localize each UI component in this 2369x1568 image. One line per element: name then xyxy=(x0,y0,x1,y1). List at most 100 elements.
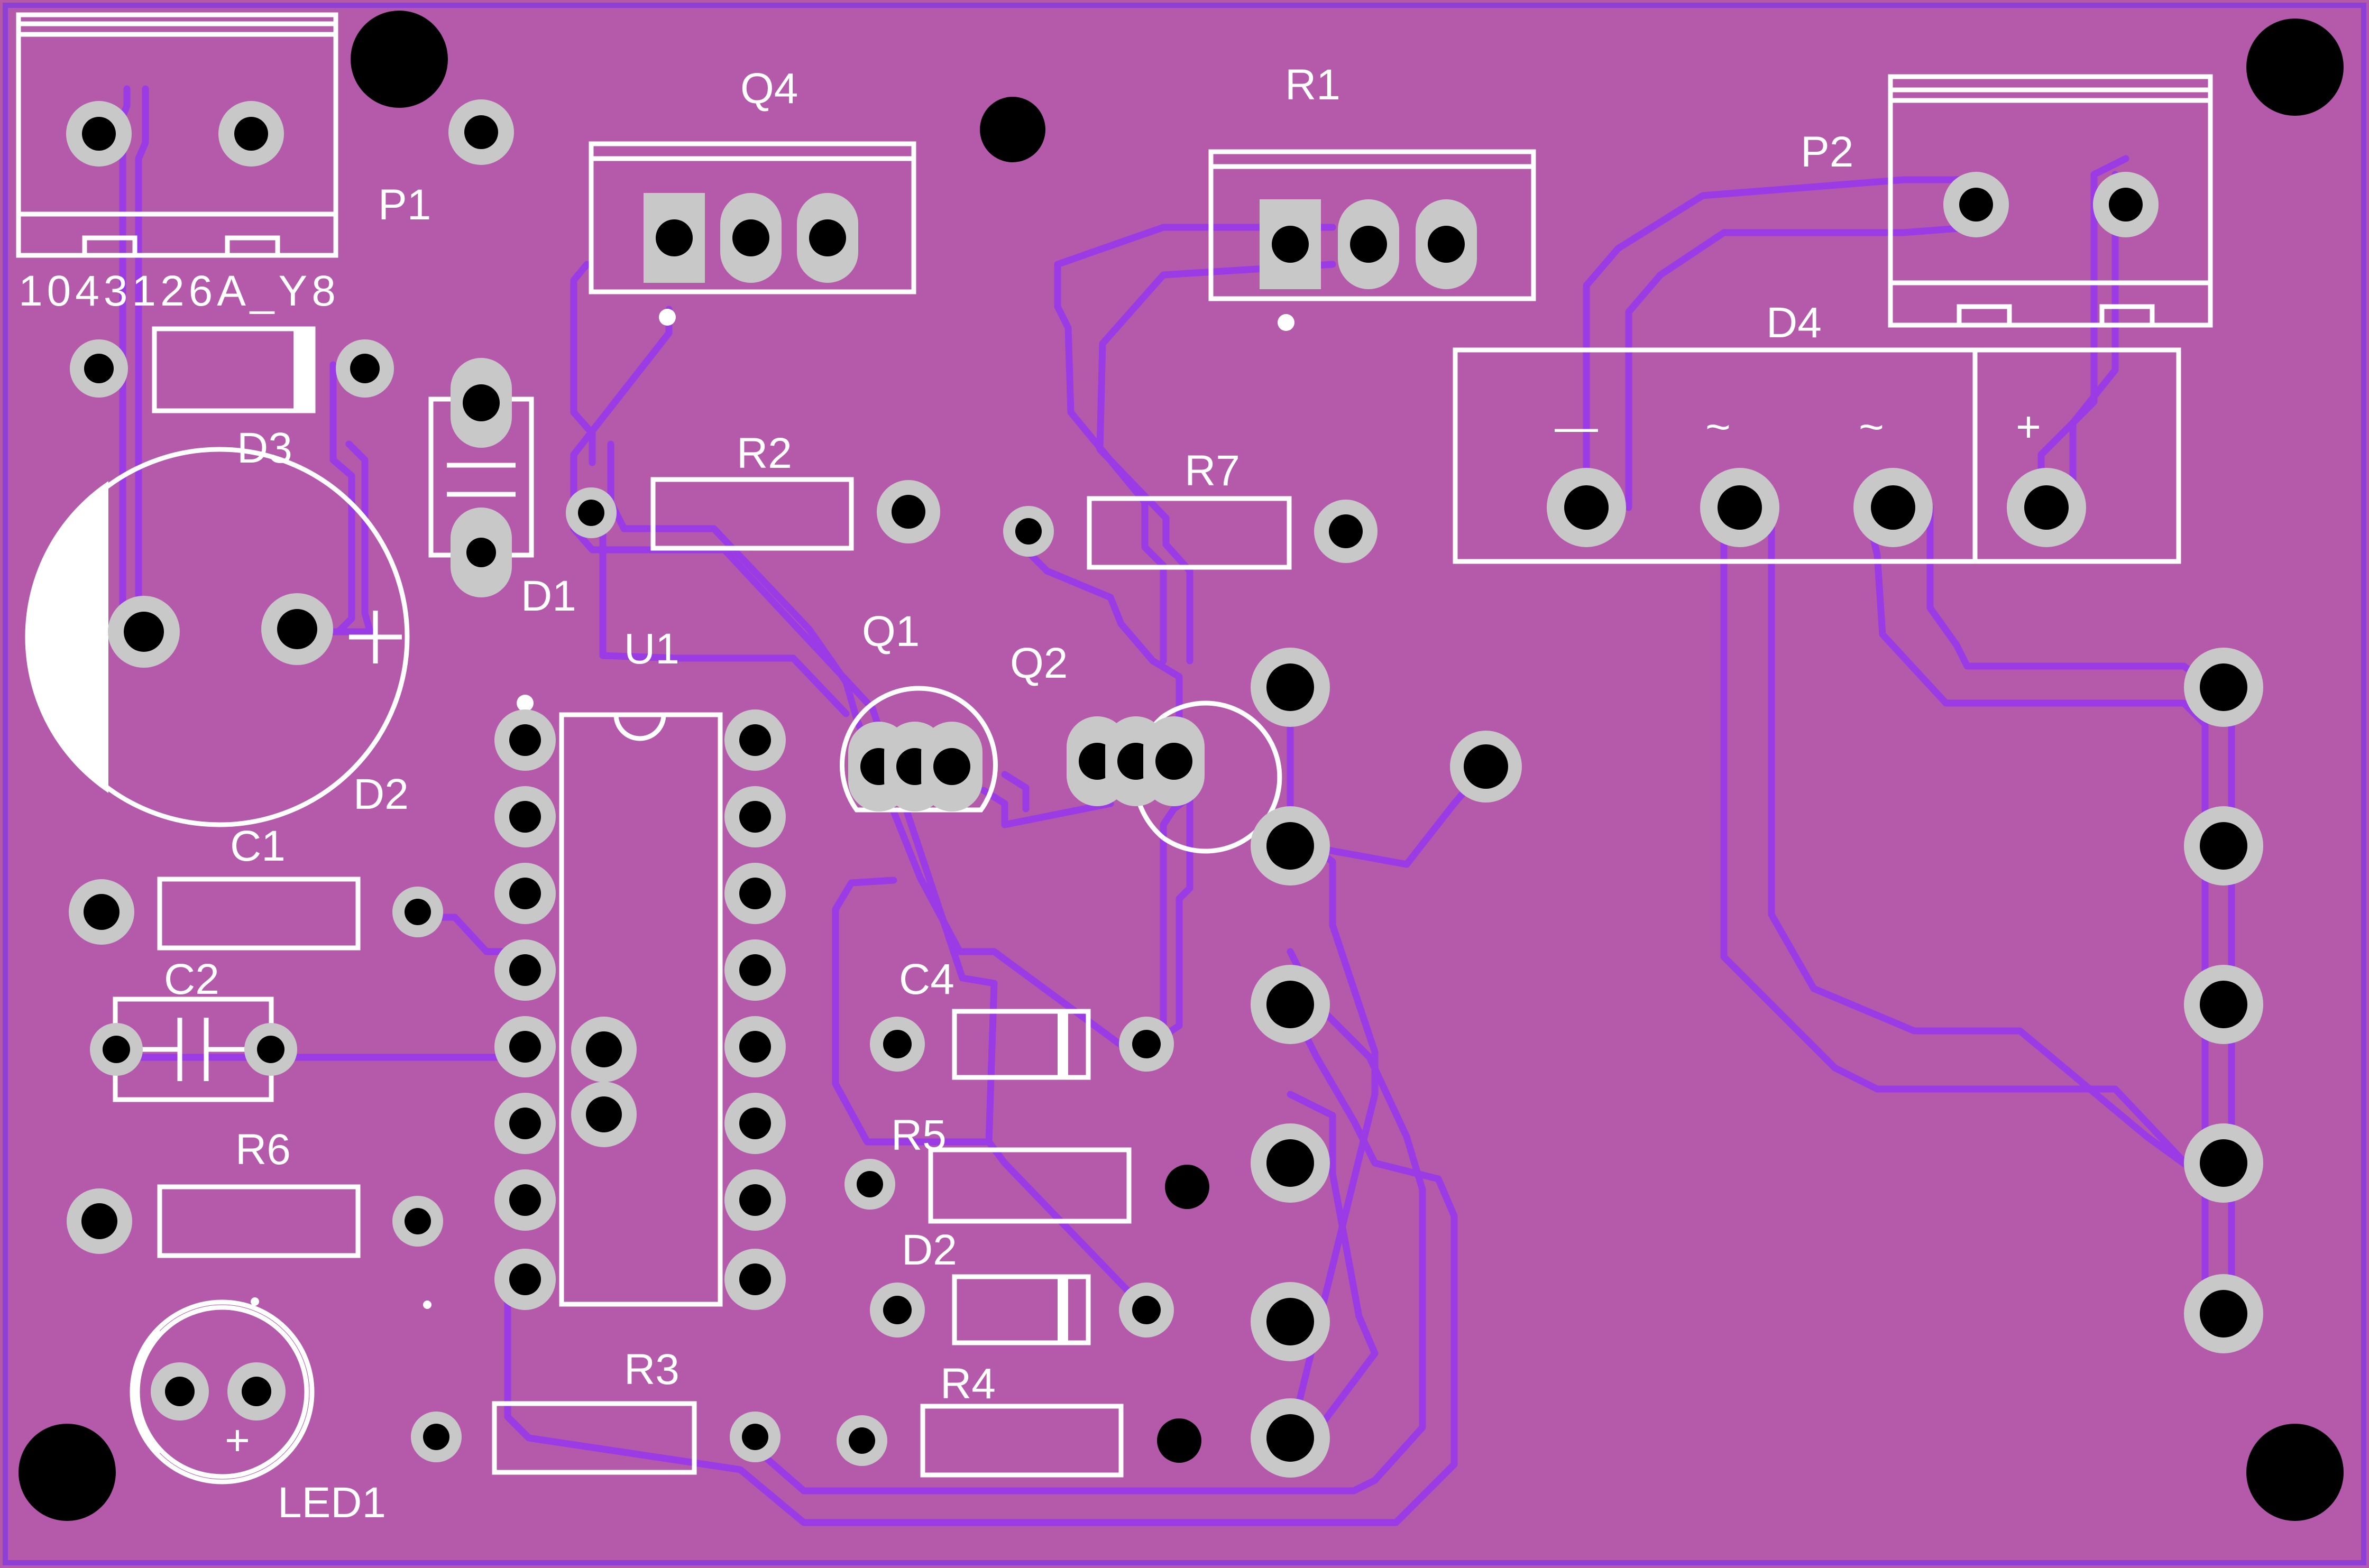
pad-q3-1 xyxy=(644,193,705,283)
label-d3: D3 xyxy=(237,424,292,472)
via-large-top xyxy=(980,97,1045,162)
pad-right-3 xyxy=(2184,965,2263,1044)
via-r3 xyxy=(1157,1418,1201,1463)
copper-traces xyxy=(97,85,2235,1526)
pad-u1-right-3 xyxy=(724,863,786,924)
component-c4: D2 xyxy=(25,447,410,827)
label-led1-polarity: + xyxy=(225,1416,250,1464)
pad-q1-3 xyxy=(921,722,983,811)
d4-pin-mark-minus: — xyxy=(1555,403,1598,451)
label-r3: R4 xyxy=(940,1360,996,1408)
pad-d1-2 xyxy=(1119,1017,1174,1072)
mounting-hole-top-right xyxy=(2246,19,2344,116)
component-p1: P1 1043126A_Y8 xyxy=(16,12,431,315)
label-q2: Q2 xyxy=(1010,639,1068,687)
pad-u1-left-3 xyxy=(494,863,556,924)
pad-r1-1 xyxy=(566,487,617,538)
pad-r5-2 xyxy=(392,1196,443,1247)
pad-c2-3 xyxy=(455,526,508,579)
pad-p1-2 xyxy=(218,101,284,167)
pad-u1-left-5 xyxy=(494,1016,556,1077)
via-r4 xyxy=(1165,1165,1209,1209)
component-d4: D4 — ~ ~ + xyxy=(1453,299,2181,564)
label-q4: R1 xyxy=(1285,61,1340,109)
pad-p1-1 xyxy=(66,101,132,167)
label-c4: D2 xyxy=(353,770,409,818)
pad-c4-2 xyxy=(261,593,333,665)
component-u1: U1 xyxy=(517,625,723,1307)
component-q1: Q1 xyxy=(840,607,998,813)
pad-u1-right-4 xyxy=(724,939,786,1001)
pad-u1-left-7 xyxy=(494,1169,556,1231)
component-r1: R2 xyxy=(650,429,854,551)
component-r4: R5 xyxy=(891,1111,1132,1224)
pad-mid-1 xyxy=(1251,648,1330,727)
pad-u1-right-5 xyxy=(724,1016,786,1077)
d4-pin-mark-ac2: ~ xyxy=(1859,403,1884,451)
pad-mid-3 xyxy=(1251,965,1330,1044)
label-d4: D4 xyxy=(1766,299,1822,347)
label-p1: P1 xyxy=(378,181,431,229)
pad-r7-1 xyxy=(69,879,134,945)
pad-top-misc xyxy=(448,99,514,165)
component-r5: R6 xyxy=(157,1126,361,1258)
pad-p2-2 xyxy=(2093,172,2159,237)
label-r6: R7 xyxy=(1184,447,1240,495)
pad-led1-2 xyxy=(227,1362,286,1421)
label-r2: R3 xyxy=(624,1345,680,1394)
pad-mid-4 xyxy=(1251,1123,1330,1203)
pad-r1-2 xyxy=(877,480,940,543)
pad-u1-jumper-2 xyxy=(571,1082,637,1147)
pad-u1-left-1 xyxy=(494,709,556,771)
pad-r4-1 xyxy=(844,1159,895,1210)
pad-d2-2 xyxy=(1119,1283,1174,1338)
pad-d4-3 xyxy=(1853,468,1933,547)
component-led1: + LED1 xyxy=(130,1297,431,1527)
label-c1: C2 xyxy=(164,955,219,1003)
pad-q3-2 xyxy=(720,193,782,283)
pad-d1-1 xyxy=(870,1017,925,1072)
pad-right-5 xyxy=(2184,1274,2263,1353)
pad-q2-3 xyxy=(1143,716,1205,806)
pad-r6-1 xyxy=(1003,506,1054,557)
component-q4: R1 xyxy=(1208,61,1536,331)
label-q1: Q1 xyxy=(862,607,920,656)
pad-right-4 xyxy=(2184,1123,2263,1203)
mounting-hole-bottom-right xyxy=(2246,1424,2344,1521)
label-q3: Q4 xyxy=(740,64,798,113)
component-q3: Q4 xyxy=(589,64,916,326)
pad-d4-2 xyxy=(1700,468,1779,547)
pad-right-2 xyxy=(2184,806,2263,886)
pad-mid-2 xyxy=(1251,806,1330,886)
label-r5: R6 xyxy=(235,1126,291,1174)
pad-r5-1 xyxy=(67,1188,132,1254)
pad-r3-1 xyxy=(837,1415,887,1466)
component-d3: D3 xyxy=(152,326,316,472)
pad-d3-2 xyxy=(336,339,394,398)
label-r4: R5 xyxy=(891,1111,947,1159)
pad-u1-left-6 xyxy=(494,1093,556,1154)
pad-r6-2 xyxy=(1314,500,1378,563)
label-led1: LED1 xyxy=(278,1479,386,1527)
pad-c1-2 xyxy=(244,1023,297,1076)
pad-u1-jumper-1 xyxy=(571,1017,637,1082)
component-d2: C4 D1 D2 xyxy=(902,1226,1091,1345)
mounting-hole-bottom-left xyxy=(19,1424,116,1521)
pad-p2-1 xyxy=(1943,172,2009,237)
pad-c2-1 xyxy=(451,358,512,448)
mounting-hole-top-left xyxy=(351,11,448,108)
pad-u1-right-1 xyxy=(724,709,786,771)
label-d2-visible: D2 xyxy=(902,1226,957,1274)
pad-d4-4 xyxy=(2007,468,2086,547)
pad-u1-right-2 xyxy=(724,786,786,847)
pad-c1-1 xyxy=(90,1023,143,1076)
pad-mid-5 xyxy=(1251,1282,1330,1361)
pad-d2-1 xyxy=(870,1283,925,1338)
d4-pin-mark-ac1: ~ xyxy=(1705,403,1731,451)
pad-led1-1 xyxy=(151,1362,209,1421)
pad-u1-left-4 xyxy=(494,939,556,1001)
board-edge xyxy=(3,3,2366,1565)
component-r3: R4 xyxy=(920,1360,1124,1478)
pad-right-1 xyxy=(2184,648,2263,727)
